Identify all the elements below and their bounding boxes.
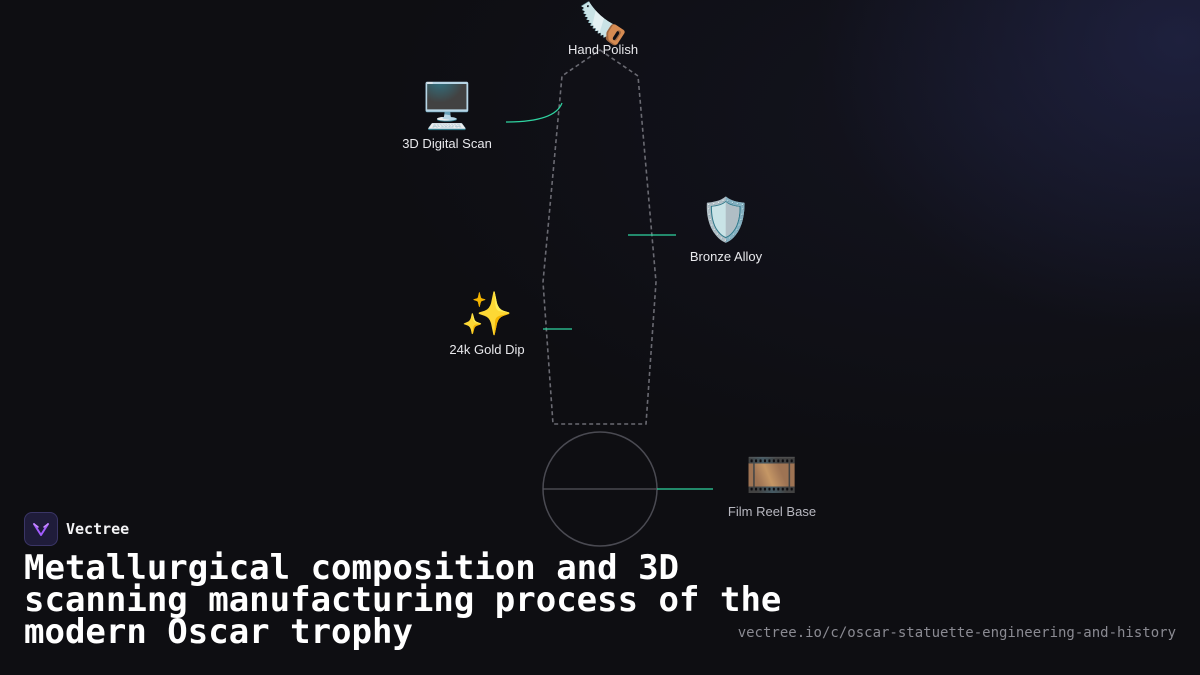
vectree-mark [33,523,49,536]
node-digital-scan[interactable]: 🖥️ 3D Digital Scan [402,81,492,152]
sparkles-icon: ✨ [460,289,514,338]
node-film-reel[interactable]: 🎞️ Film Reel Base [728,450,816,519]
node-label: 3D Digital Scan [402,136,492,151]
node-label: Bronze Alloy [689,249,763,264]
saw-icon: 🪚 [578,1,628,47]
node-label: 24k Gold Dip [449,342,525,357]
node-hand-polish[interactable]: 🪚 Hand Polish [568,2,638,57]
vectree-logo-icon [24,512,58,546]
shield-icon: 🛡️ [699,195,753,244]
connector-digital-scan [505,102,563,123]
source-url[interactable]: vectree.io/c/oscar-statuette-engineering… [737,625,1176,641]
brand: Vectree [24,512,129,546]
node-label: Film Reel Base [727,504,817,519]
node-bronze-alloy[interactable]: 🛡️ Bronze Alloy [690,195,762,264]
node-gold-dip[interactable]: ✨ 24k Gold Dip [449,289,525,358]
statuette-outline [542,49,657,425]
node-label: Hand Polish [567,42,639,57]
film-frames-icon: 🎞️ [745,450,799,499]
brand-name: Vectree [66,520,130,538]
page-title: Metallurgical composition and 3D scannin… [24,548,782,652]
desktop-computer-icon: 🖥️ [419,81,475,132]
